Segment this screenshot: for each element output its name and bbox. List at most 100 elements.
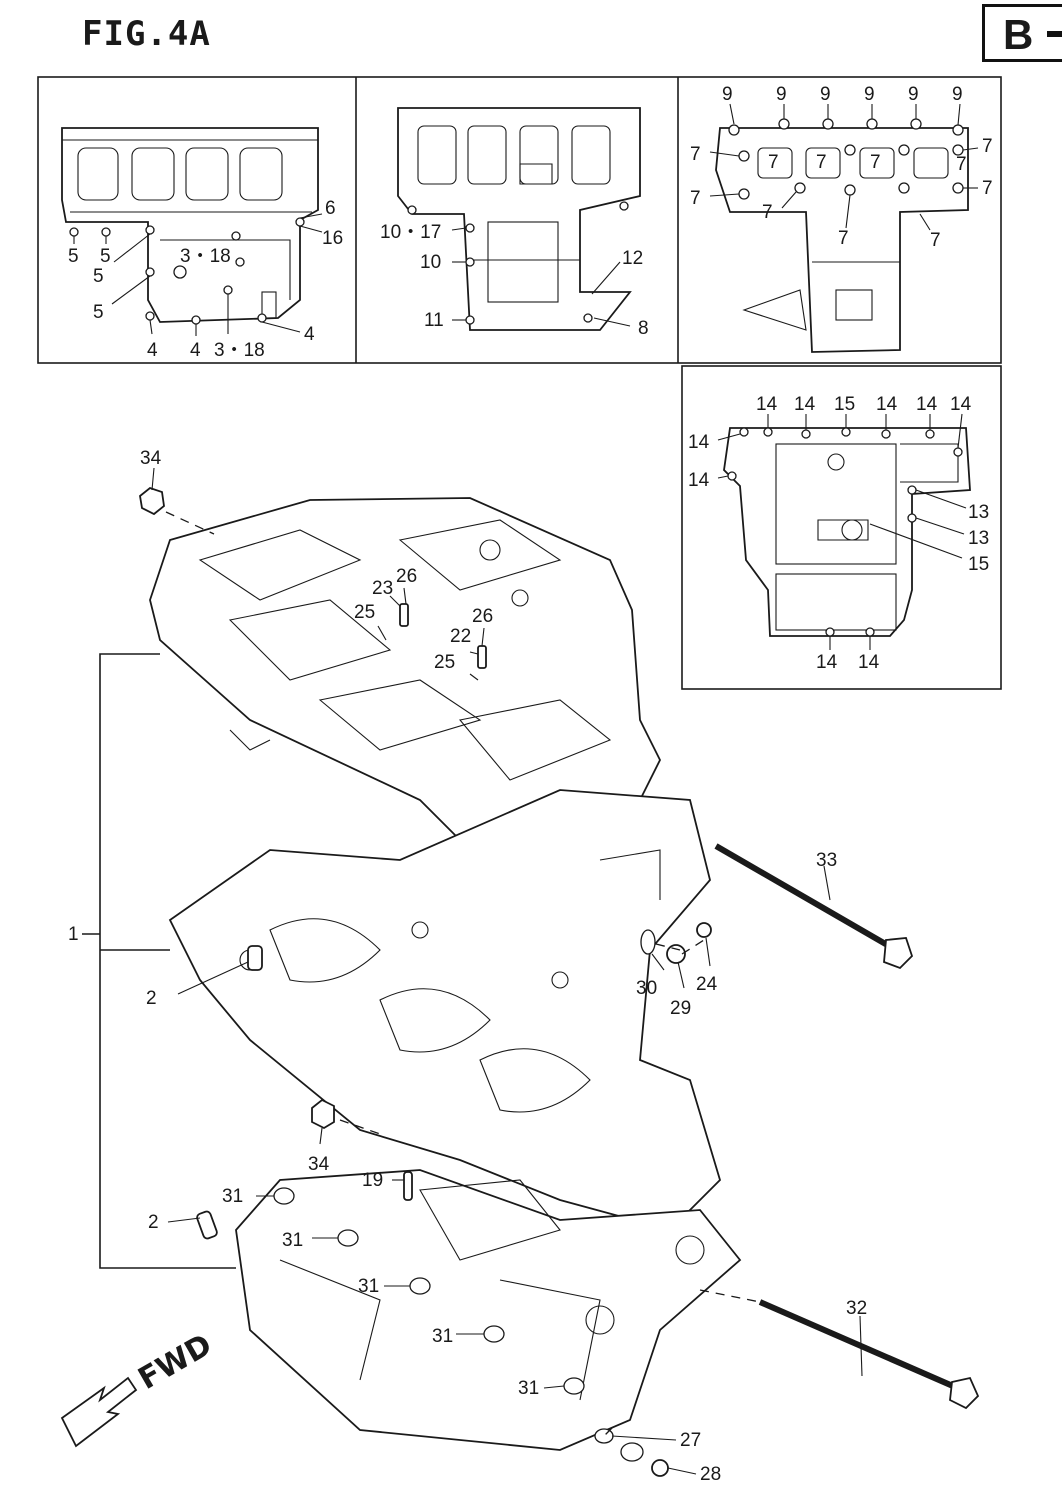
callout-16: 16	[322, 228, 343, 249]
small-parts	[139, 486, 980, 1477]
section-dash	[1047, 31, 1062, 37]
callout-5: 5	[93, 266, 104, 287]
callout-7: 7	[930, 230, 941, 251]
callout-10: 10	[420, 252, 441, 273]
callout-9: 9	[864, 84, 875, 105]
callout-14: 14	[858, 652, 880, 673]
callout-15: 15	[834, 394, 855, 415]
callout-31: 31	[518, 1378, 539, 1399]
callout-7: 7	[982, 178, 993, 199]
callout-7: 7	[690, 188, 701, 209]
plug-24	[696, 922, 712, 938]
bolt-22	[477, 645, 487, 669]
callout-30: 30	[636, 978, 657, 999]
inset-row-frame	[37, 76, 1002, 364]
o-ring-31	[563, 1377, 585, 1395]
plug-29	[666, 944, 686, 964]
plug-28	[651, 1459, 669, 1477]
callout-7: 7	[768, 152, 779, 173]
callout-9: 9	[820, 84, 831, 105]
dowel-pin-upper	[247, 945, 263, 971]
callout-3-18: 3・18	[180, 246, 231, 267]
callout-22: 22	[450, 626, 471, 647]
dowel-pin-lower	[196, 1210, 218, 1240]
o-ring-31	[337, 1229, 359, 1247]
alignment-lines	[165, 511, 761, 1437]
callout-31: 31	[432, 1326, 453, 1347]
callout-7: 7	[956, 154, 967, 175]
callout-29: 29	[670, 998, 691, 1019]
callout-15: 15	[968, 554, 989, 575]
callout-2: 2	[148, 1212, 159, 1233]
o-ring-31	[409, 1277, 431, 1295]
o-ring-31	[483, 1325, 505, 1343]
inset-2-case-side: 10・17 10 11 12 8	[380, 107, 649, 339]
callout-7: 7	[816, 152, 827, 173]
callout-7: 7	[870, 152, 881, 173]
callout-14: 14	[794, 394, 816, 415]
nut-34-lower	[311, 1098, 335, 1130]
fwd-arrow-icon	[60, 1376, 138, 1448]
callout-14: 14	[950, 394, 972, 415]
callout-34: 34	[308, 1154, 330, 1175]
callout-7: 7	[762, 202, 773, 223]
gasket-28	[620, 1442, 644, 1462]
callout-14: 14	[876, 394, 898, 415]
callout-2: 2	[146, 988, 157, 1009]
callout-13: 13	[968, 528, 989, 549]
section-box: B	[982, 4, 1062, 62]
callout-9: 9	[908, 84, 919, 105]
callout-33: 33	[816, 850, 837, 871]
nut-34-upper	[139, 486, 165, 516]
callout-34: 34	[140, 448, 162, 469]
inset-4-oil-pan: 14 14 15 14 14 14 14 14 13 13 15 14 14	[688, 394, 989, 673]
callout-4: 4	[147, 340, 158, 361]
bolt-32-head	[949, 1376, 980, 1410]
callout-9: 9	[952, 84, 963, 105]
forward-direction-indicator: FWD	[60, 1327, 218, 1448]
callout-26: 26	[472, 606, 493, 627]
callout-4: 4	[304, 324, 315, 345]
oil-jet-19	[403, 1171, 413, 1201]
callout-31: 31	[282, 1230, 303, 1251]
callout-7: 7	[982, 136, 993, 157]
inset-3-lower-case: 9 9 9 9 9 9 7 7 7 7 7 7 7 7 7 7 7	[690, 84, 993, 353]
leader-lines	[151, 467, 863, 1475]
bolt-23	[399, 603, 409, 627]
callout-10-17: 10・17	[380, 222, 441, 243]
oil-pan-section	[235, 1169, 742, 1451]
callout-9: 9	[722, 84, 733, 105]
washer-30	[640, 929, 656, 955]
callout-6: 6	[325, 198, 336, 219]
inset-4-frame	[681, 365, 1002, 690]
bracket-item-1	[82, 653, 236, 1269]
callout-3-18: 3・18	[214, 340, 265, 361]
callout-7: 7	[690, 144, 701, 165]
callout-25: 25	[434, 652, 455, 673]
callout-9: 9	[776, 84, 787, 105]
callout-32: 32	[846, 1298, 867, 1319]
callout-14: 14	[756, 394, 778, 415]
callout-13: 13	[968, 502, 989, 523]
o-ring-31	[273, 1187, 295, 1205]
callout-7: 7	[838, 228, 849, 249]
lower-crankcase	[168, 789, 722, 1232]
callout-14: 14	[916, 394, 938, 415]
callout-14: 14	[688, 432, 710, 453]
callout-4: 4	[190, 340, 201, 361]
callout-11: 11	[424, 310, 444, 331]
plug-27	[594, 1428, 614, 1444]
callout-5: 5	[100, 246, 111, 267]
fwd-label: FWD	[133, 1327, 218, 1397]
callout-12: 12	[622, 248, 643, 269]
callout-25: 25	[354, 602, 375, 623]
callout-14: 14	[816, 652, 838, 673]
figure-title: FIG.4A	[82, 14, 211, 54]
callout-5: 5	[93, 302, 104, 323]
callout-31: 31	[222, 1186, 243, 1207]
callout-28: 28	[700, 1464, 721, 1485]
callout-27: 27	[680, 1430, 701, 1451]
bolt-33	[714, 843, 898, 953]
